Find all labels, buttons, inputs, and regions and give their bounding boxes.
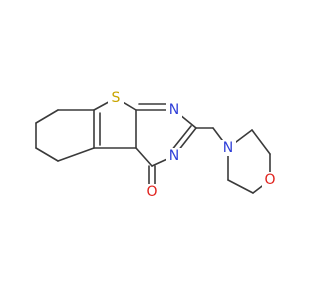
structure-diagram: S N N O N O	[35, 90, 278, 200]
bond-c2-n3-double	[170, 125, 192, 152]
atom-n3: N	[166, 148, 182, 164]
atom-o-morpholine: O	[262, 172, 278, 188]
atom-o-carbonyl-label: O	[146, 184, 157, 200]
atom-n1-label: N	[169, 102, 179, 118]
molecule-canvas: S N N O N O	[35, 90, 278, 200]
bond-cmorph-a-b	[251, 129, 271, 155]
atom-s-label: S	[112, 90, 121, 106]
bond-c3a-c4	[57, 147, 95, 162]
atom-o-morpholine-label: O	[264, 172, 275, 188]
bond-c6-c7	[35, 109, 59, 124]
bond-c4-c5	[35, 147, 59, 162]
atom-s: S	[108, 90, 124, 106]
atom-n3-label: N	[169, 148, 179, 164]
atom-o-carbonyl: O	[144, 184, 160, 200]
bond-c4-c4a	[135, 147, 153, 167]
atom-n1: N	[166, 102, 182, 118]
atom-n-morpholine: N	[220, 140, 236, 156]
atom-n-morpholine-label: N	[223, 140, 233, 156]
bond-cmorph-c-d	[227, 179, 254, 194]
